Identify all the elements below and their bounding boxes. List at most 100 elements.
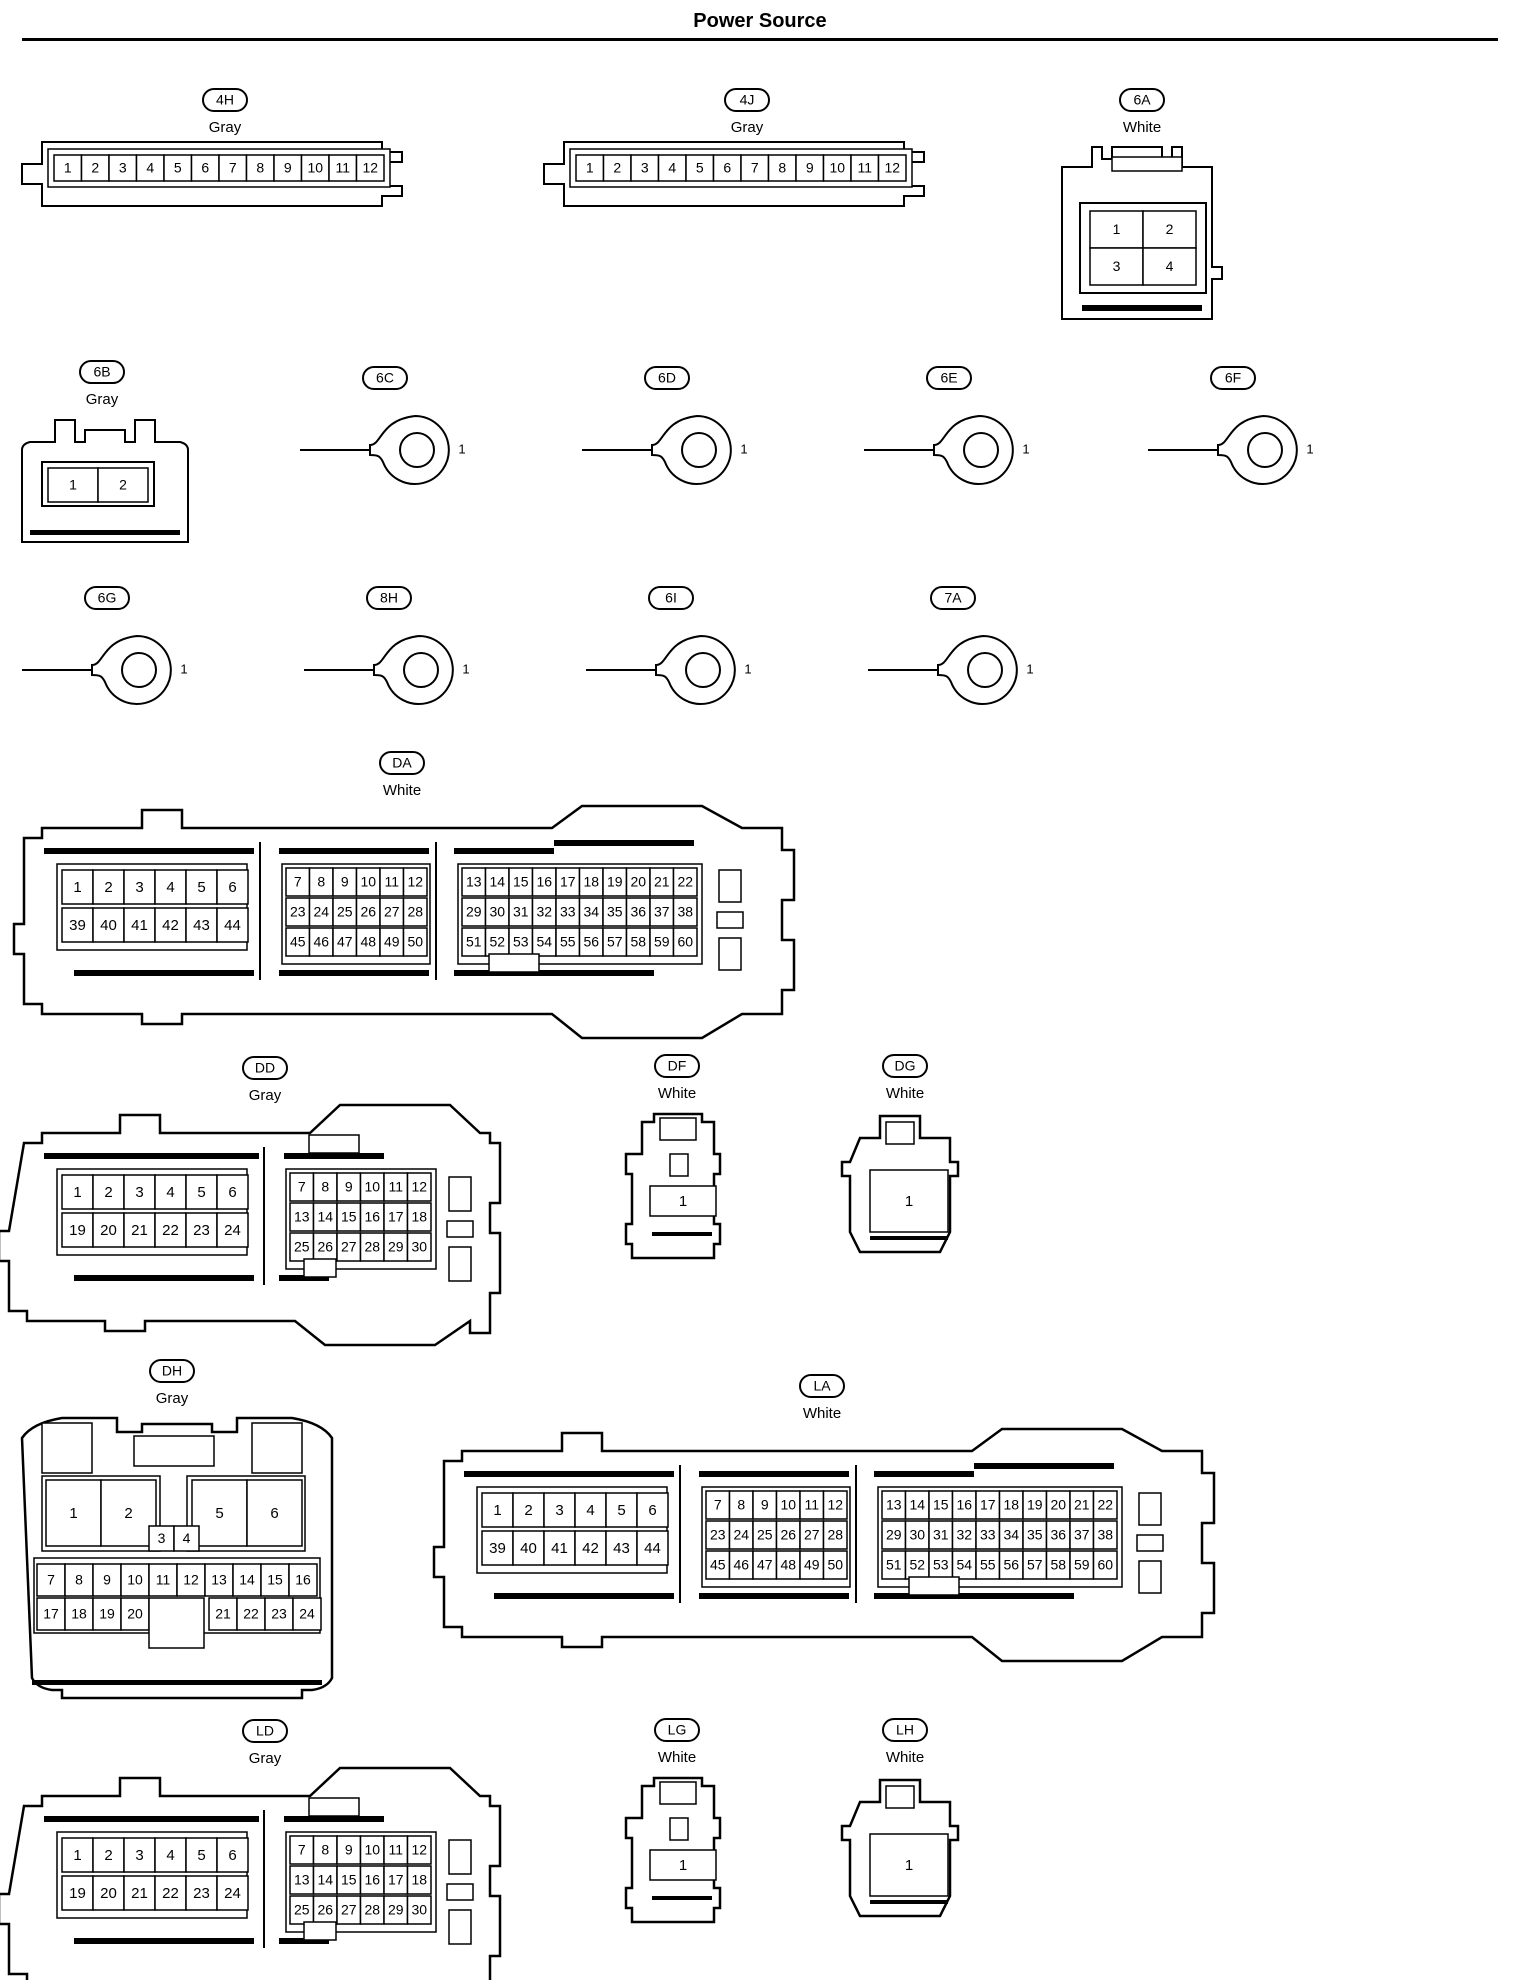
pin-cell [273,154,303,182]
pin-cell [185,1837,218,1873]
connector-code: 4H [216,92,234,108]
pin-label: 34 [1003,1527,1019,1543]
pin-cell [636,1530,669,1566]
pin-label: 7 [751,160,759,176]
pin-cell [123,1212,156,1248]
pin-label: 35 [1027,1527,1043,1543]
pin-label: 31 [933,1527,949,1543]
pin-label: 12 [411,1842,427,1858]
pin-label: 36 [630,904,646,920]
pin-label: 28 [364,1239,380,1255]
connector-code-badge [366,586,412,610]
connector-6d: 6D1 [582,366,748,485]
pin-label: 13 [294,1209,310,1225]
rib [874,1471,974,1477]
pin-label: 33 [560,904,576,920]
page-title: Power Source [693,10,827,32]
key [1138,1560,1162,1594]
pin-label: 24 [224,1885,241,1902]
pin-label: 52 [489,934,505,950]
pin-label: 52 [909,1557,925,1573]
pin-cell [216,869,249,905]
pin-cell [406,1865,432,1895]
connector-color: White [1123,119,1161,136]
pin-label: 59 [654,934,670,950]
pin-label: 27 [384,904,400,920]
pin-label: 55 [560,934,576,950]
pin-label: 5 [197,1184,205,1201]
pin-label: 19 [607,874,623,890]
pin-label: 30 [489,904,505,920]
connector-8h: 8H1 [304,586,470,705]
pin-label: 24 [733,1527,749,1543]
key [448,1839,472,1875]
pin-frame [649,1849,717,1881]
pin-label: 15 [267,1572,283,1588]
pin-label: 18 [583,874,599,890]
pin-label: 4 [146,160,154,176]
pin-cell [216,1212,249,1248]
pin-label: 59 [1074,1557,1090,1573]
rib [30,530,180,535]
pin-label: 9 [341,874,349,890]
connector-code: LG [668,1722,687,1738]
connector-code: LD [256,1723,274,1739]
pin-label: 22 [243,1606,259,1622]
connector-code: 6D [658,370,676,386]
pin-label: 6 [648,1502,656,1519]
rib [874,1593,1074,1599]
connector-code-badge [654,1054,700,1078]
pin-label: 39 [489,1540,506,1557]
pin-label: 4 [586,1502,594,1519]
connector-code: 6F [1225,370,1241,386]
latch [1111,156,1183,172]
connector-code-badge [654,1718,700,1742]
pin-label: 30 [411,1239,427,1255]
ring-hole [121,652,157,688]
pin-cell [232,1563,262,1597]
pin-label: 13 [886,1497,902,1513]
pin-label: 37 [1074,1527,1090,1543]
pin-cell [123,869,156,905]
pin-label: 29 [388,1902,404,1918]
pin-label: 3 [135,1184,143,1201]
pin-cell [53,154,83,182]
pin-label: 17 [980,1497,996,1513]
rib [44,848,254,854]
pin-label: 17 [388,1209,404,1225]
pin-label: 22 [162,1222,179,1239]
connector-code: DA [392,755,412,771]
connector-code: DF [668,1058,687,1074]
pin-cell [630,154,660,182]
pin-label: 1 [73,879,81,896]
pin-label: 20 [630,874,646,890]
pin-cell [1092,1550,1118,1580]
pin-label: 23 [710,1527,726,1543]
pin-cell [80,154,110,182]
pin-label: 47 [757,1557,773,1573]
pin-label: 55 [980,1557,996,1573]
pin-cell [1089,210,1144,249]
rib [494,1593,674,1599]
ring-hole [967,652,1003,688]
pin-label: 41 [131,917,148,934]
pin-cell [123,1174,156,1210]
pin-cell [185,869,218,905]
pin-label: 50 [827,1557,843,1573]
rib [464,1471,674,1477]
latch [669,1153,689,1177]
pin-label: 46 [313,934,329,950]
pin-label: 41 [551,1540,568,1557]
connector-code-badge [724,88,770,112]
pin-label: 26 [360,904,376,920]
pin-label: 21 [215,1606,231,1622]
rib [454,970,654,976]
pin-cell [1092,1490,1118,1520]
connector-code: 7A [944,590,962,606]
pin-label: 30 [411,1902,427,1918]
connector-code-badge [202,88,248,112]
rib [652,1232,712,1236]
